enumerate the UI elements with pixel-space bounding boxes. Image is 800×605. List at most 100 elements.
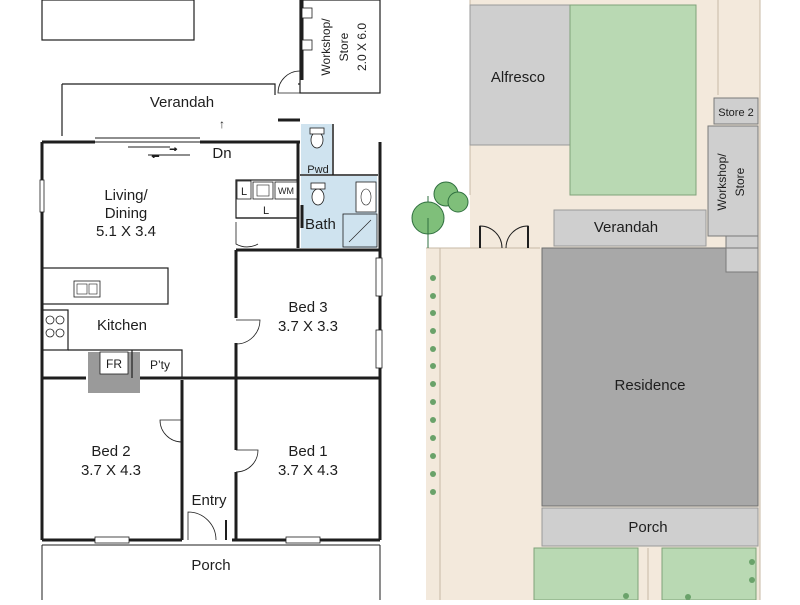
shrub-icon — [430, 275, 436, 281]
store2-label: Store 2 — [718, 107, 753, 119]
shrub-icon — [430, 399, 436, 405]
verandah-outline — [61, 83, 300, 136]
alfresco-label: Alfresco — [491, 69, 545, 86]
shrub-icon — [749, 577, 755, 583]
shrub-icon — [623, 593, 629, 599]
toilet-icon — [311, 188, 325, 206]
workshop-door-swing — [277, 70, 301, 94]
workshop-window — [301, 7, 313, 19]
workshop-store-room: Workshop/ Store 2.0 X 6.0 — [277, 0, 381, 94]
workshop-store-roof — [707, 125, 759, 237]
workshop-store-outline — [299, 0, 381, 94]
bed1-room: Bed 1 3.7 X 4.3 — [235, 443, 338, 544]
bed3-door-swing — [235, 319, 261, 345]
store2-roof — [713, 97, 759, 125]
shrub-icon — [749, 559, 755, 565]
shrub-icon — [430, 363, 436, 369]
living-window — [39, 179, 45, 213]
verandah-area: Verandah ↑ — [61, 83, 300, 136]
workshop-store-size: 2.0 X 6.0 — [355, 23, 369, 71]
wet-areas: Pwd Bath — [300, 124, 378, 248]
bed2-label: Bed 2 — [91, 443, 130, 460]
cooktop-burner-icon — [55, 315, 65, 325]
entry-label: Entry — [191, 492, 227, 509]
bed3-size: 3.7 X 3.3 — [278, 318, 338, 335]
porch-area: Porch — [41, 544, 381, 600]
shrub-icon — [685, 594, 691, 600]
site-workshop-label-line2: Store — [733, 167, 747, 196]
kitchen-island-bench — [41, 267, 169, 305]
site-verandah-label: Verandah — [594, 219, 658, 236]
shrub-icon — [430, 293, 436, 299]
shrub-icon — [430, 435, 436, 441]
tree-cluster — [411, 181, 469, 248]
site-porch-roof — [541, 507, 759, 547]
verandah-label: Verandah — [150, 94, 214, 111]
shrub-icon — [430, 417, 436, 423]
bed1-size: 3.7 X 4.3 — [278, 462, 338, 479]
shrub-icon — [430, 453, 436, 459]
bed2-door-swing — [159, 419, 183, 443]
alfresco-roof — [469, 4, 571, 146]
site-porch-label: Porch — [628, 519, 667, 536]
laundry-tub-icon — [252, 181, 274, 200]
shower-icon — [342, 213, 378, 248]
front-door-swing — [187, 511, 217, 541]
cooktop-burner-icon — [45, 315, 55, 325]
bed1-door-swing — [235, 449, 259, 473]
front-lawn-right — [661, 547, 757, 601]
shrub-icon — [430, 471, 436, 477]
laundry-area: L WM L — [235, 179, 299, 248]
shrub-icon — [430, 381, 436, 387]
cooktop-bench — [41, 309, 69, 351]
workshop-store-label-line1: Workshop/ — [319, 18, 333, 76]
bed3-window — [375, 257, 383, 297]
bed2-size: 3.7 X 4.3 — [81, 462, 141, 479]
bed1-label: Bed 1 — [288, 443, 327, 460]
laundry-label: L — [241, 186, 247, 198]
bed2-window — [94, 536, 130, 544]
living-dining-label-line2: Dining — [105, 205, 148, 222]
shrub-icon — [430, 346, 436, 352]
floor-plan: Workshop/ Store 2.0 X 6.0 Verandah ↑ — [39, 0, 383, 600]
bed3-window — [375, 329, 383, 369]
bed3-label: Bed 3 — [288, 299, 327, 316]
bed1-window — [285, 536, 321, 544]
pantry-label: P’ty — [150, 358, 170, 372]
shrub-icon — [430, 489, 436, 495]
stairs-down-label: Dn — [212, 145, 231, 162]
entry-hall: Entry — [187, 492, 227, 541]
living-dining-label-line1: Living/ — [104, 187, 148, 204]
laundry-label-lower: L — [263, 205, 269, 217]
living-dining-room: Living/ Dining 5.1 X 3.4 — [39, 179, 156, 240]
washing-machine-label: WM — [278, 186, 294, 196]
laundry-door-swing — [235, 222, 259, 248]
fridge-space — [99, 351, 129, 375]
kitchen-label: Kitchen — [97, 317, 147, 334]
front-lawn-left — [533, 547, 639, 601]
washing-machine-icon — [274, 181, 298, 200]
side-paving — [426, 248, 544, 600]
living-dining-size: 5.1 X 3.4 — [96, 223, 156, 240]
shrub-row — [430, 275, 755, 600]
residence-label: Residence — [615, 377, 686, 394]
rear-lawn — [569, 4, 697, 196]
neighbouring-structure-outline — [41, 0, 195, 41]
cooktop-burner-icon — [55, 328, 65, 338]
slide-arrow-icon: ← — [150, 149, 161, 161]
slide-arrow-icon: → — [168, 142, 179, 154]
sliding-door: → ← — [95, 137, 200, 162]
cooktop-burner-icon — [45, 328, 55, 338]
bath-label: Bath — [305, 216, 336, 233]
residence-roof — [541, 247, 759, 507]
vanity-basin-icon — [355, 181, 377, 213]
bed2-room: Bed 2 3.7 X 4.3 — [81, 419, 183, 544]
tree-icon — [447, 191, 469, 213]
shrub-icon — [430, 328, 436, 334]
workshop-window — [301, 39, 313, 51]
site-plan: Alfresco Store 2 Workshop/ Store Veranda… — [411, 0, 761, 601]
up-arrow-icon: ↑ — [219, 117, 225, 131]
kitchen-room: Kitchen FR P’ty — [41, 267, 183, 393]
